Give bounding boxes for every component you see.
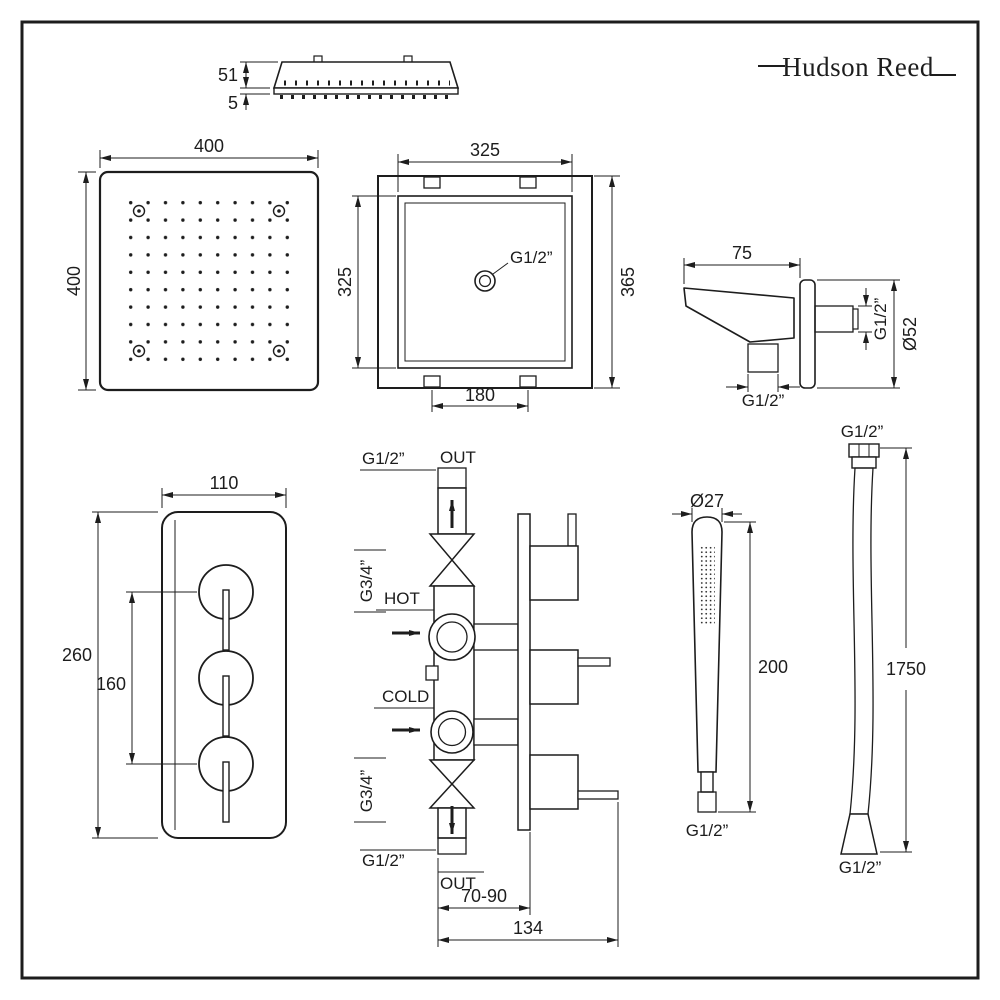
elbow-bottom-thread: [747, 343, 779, 373]
handset-thread-label: G1/2”: [686, 821, 729, 840]
elbow-wall-flange: [799, 279, 816, 389]
valve-hot-thread-label: G3/4”: [357, 559, 376, 602]
valve-cartridge-top: [529, 545, 579, 601]
brand-logo: Hudson Reed: [758, 52, 956, 82]
head-nozzle-grid: [122, 194, 296, 368]
head-screw: [132, 344, 146, 358]
ceiling-plate: [273, 87, 459, 95]
handset-spray-face: [700, 545, 715, 625]
elbow-thread-nipple: [814, 305, 854, 333]
dim-label-valve-depth: 70-90: [461, 886, 507, 906]
dim-label-frame-height: 325: [335, 267, 355, 297]
handset-thread: [697, 791, 717, 813]
valve-top-port-label: OUT: [440, 448, 476, 467]
hose-top-nut: [848, 443, 880, 458]
dim-label-valve-width: 134: [513, 918, 543, 938]
dim-label-plate-spacing: 160: [96, 674, 126, 694]
valve-body-connector: [473, 623, 519, 651]
page-border: [20, 20, 980, 980]
frame-inner-outline-2: [404, 202, 566, 362]
valve-thermostat-cold-inner: [437, 717, 467, 747]
plate-knob-bottom: [198, 736, 254, 823]
valve-body-connector: [473, 718, 519, 746]
elbow-bracket-arm: [683, 287, 795, 343]
dim-label-ceiling-height: 51: [218, 65, 238, 85]
dim-label-frame-outer-height: 365: [618, 267, 638, 297]
valve-cartridge-middle: [529, 649, 579, 705]
valve-top-thread-label: G1/2”: [362, 449, 405, 468]
elbow-bottom-thread-label: G1/2”: [742, 391, 785, 410]
dim-label-elbow-flange: Ø52: [900, 317, 920, 351]
valve-bottom-thread-label: G1/2”: [362, 851, 405, 870]
frame-inner-outline: [397, 195, 573, 369]
dim-label-frame-width: 325: [470, 140, 500, 160]
valve-cartridge-stem: [577, 790, 619, 800]
valve-chevron: [428, 558, 476, 587]
valve-bottom-thread: [437, 837, 467, 855]
valve-thermostat-hot: [428, 613, 476, 661]
elbow-nipple-end: [852, 308, 859, 330]
frame-bracket-bottom-right: [519, 375, 537, 388]
dim-label-head-height: 400: [64, 266, 84, 296]
frame-connection-label: G1/2”: [510, 248, 553, 267]
valve-chevron: [428, 782, 476, 809]
hose-view: G1/2” G1/2” 1750: [839, 422, 926, 877]
head-screw: [272, 344, 286, 358]
control-plate-view: 110 260 160: [62, 473, 287, 839]
valve-cold-thread-label: G3/4”: [357, 769, 376, 812]
brand-logo-text: Hudson Reed: [782, 52, 934, 82]
frame-bracket-top-left: [423, 176, 441, 189]
frame-bracket-top-right: [519, 176, 537, 189]
dim-label-head-width: 400: [194, 136, 224, 156]
outlet-elbow-view: 75 G1/2” Ø52 G1/2”: [683, 243, 920, 410]
ceiling-body: [272, 61, 460, 89]
hose-bottom-thread-label: G1/2”: [839, 858, 882, 877]
valve-mounting-plate: [517, 513, 531, 831]
valve-thermostat-hot-inner: [436, 621, 468, 653]
head-screw: [272, 204, 286, 218]
valve-view: OUT G1/2” G3/4” HOT COLD G3/4”: [354, 448, 619, 947]
valve-cartridge-stem: [577, 657, 611, 667]
valve-hot-label: HOT: [384, 589, 420, 608]
elbow-thread-label: G1/2”: [871, 297, 890, 340]
valve-thermostat-cold: [430, 710, 474, 754]
handset-neck: [700, 771, 714, 793]
dim-label-handset-length: 200: [758, 657, 788, 677]
dim-label-elbow-depth: 75: [732, 243, 752, 263]
leader-line: [492, 262, 509, 275]
hose-top-thread-label: G1/2”: [841, 422, 884, 441]
frame-connection-port-inner: [478, 274, 492, 288]
dim-label-plate-width: 110: [210, 473, 239, 493]
frame-bracket-bottom-left: [423, 375, 441, 388]
valve-cold-label: COLD: [382, 687, 429, 706]
hose-flex-body: [849, 467, 874, 815]
valve-top-thread: [437, 467, 467, 489]
dim-label-ceiling-thickness: 5: [228, 93, 238, 113]
valve-body-detail: [425, 665, 439, 681]
valve-cartridge-bottom: [529, 754, 579, 810]
dim-label-handset-diameter: Ø27: [690, 491, 724, 511]
mounting-frame-view: G1/2” 325 325 365 180: [335, 140, 638, 412]
valve-cartridge-stem: [567, 513, 577, 547]
hose-bottom-cone: [840, 813, 878, 855]
hose-top-collar: [851, 456, 877, 469]
valve-bottom-port-label: OUT: [440, 874, 476, 893]
head-screw: [132, 204, 146, 218]
valve-chevron: [428, 759, 476, 786]
plate-knob-middle: [198, 650, 254, 737]
dim-label-frame-bracket-spacing: 180: [465, 385, 495, 405]
dim-label-plate-height: 260: [62, 645, 92, 665]
dim-label-hose-length: 1750: [886, 659, 926, 679]
shower-head-view: 400 400: [64, 136, 320, 392]
frame-connection-port: [474, 270, 496, 292]
ceiling-profile-view: 51 5: [218, 55, 460, 113]
handset-view: Ø27 200 G1/2”: [672, 491, 788, 840]
valve-chevron: [428, 533, 476, 562]
plate-knob-top: [198, 564, 254, 651]
